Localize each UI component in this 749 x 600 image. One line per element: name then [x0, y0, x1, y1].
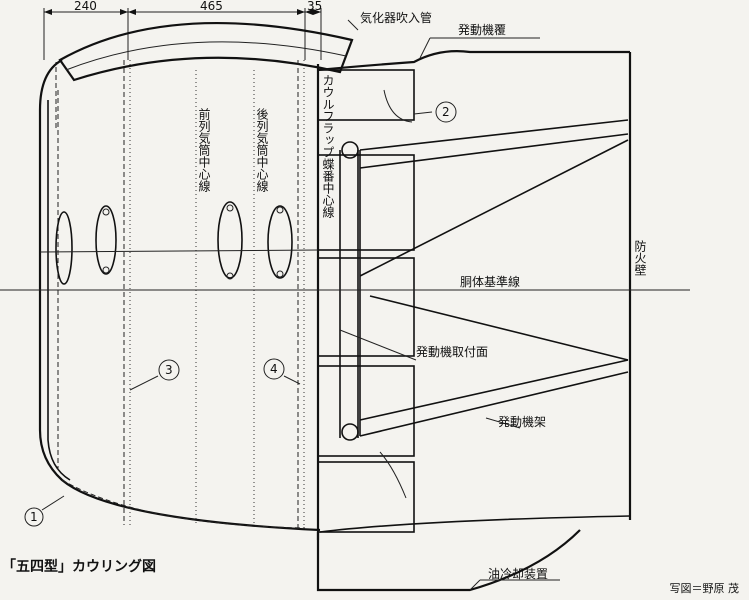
svg-text:3: 3 — [165, 363, 173, 377]
dim-240: 240 — [74, 0, 97, 13]
label-oil-cooler: 油冷却装置 — [488, 567, 548, 581]
fuselage-datum-line — [0, 249, 690, 291]
label-engine-mount-face: 発動機取付面 — [416, 344, 488, 359]
cylinder-center-lines — [123, 60, 305, 530]
fuselage-outline — [317, 37, 632, 533]
label-firewall: 防火壁 — [633, 239, 647, 276]
svg-text:4: 4 — [270, 362, 278, 376]
dimension-lines — [43, 8, 322, 60]
svg-text:1: 1 — [30, 510, 38, 524]
figure-caption: 「五四型」カウリング図 — [2, 559, 156, 575]
svg-text:2: 2 — [442, 105, 450, 119]
callout-2: 2 — [435, 101, 457, 123]
callout-1: 1 — [24, 507, 44, 527]
dim-35: 35 — [307, 0, 322, 13]
callout-3: 3 — [158, 359, 180, 381]
carburetor-intake-duct — [55, 19, 359, 128]
label-cowl-flap-hinge: カウルフラップ蝶番中心線 — [321, 74, 335, 218]
engine-mount-truss — [359, 119, 629, 437]
dim-465: 465 — [200, 0, 223, 13]
oil-cooler — [316, 529, 581, 592]
label-engine-mount: 発動機架 — [498, 414, 546, 429]
cowling-outline — [38, 59, 321, 532]
cylinder-ovals — [55, 201, 293, 285]
drawing-credit: 写図＝野原 茂 — [669, 582, 740, 595]
label-front-cylinder-center: 前列気筒中心線 — [197, 107, 211, 192]
label-rear-cylinder-center: 後列気筒中心線 — [255, 108, 269, 192]
label-carb-intake: 気化器吹入管 — [360, 10, 432, 25]
label-engine-cover: 発動機覆 — [458, 22, 506, 37]
leader-lines — [41, 111, 521, 511]
label-fuselage-datum: 胴体基準線 — [460, 274, 520, 289]
callout-4: 4 — [263, 358, 285, 380]
